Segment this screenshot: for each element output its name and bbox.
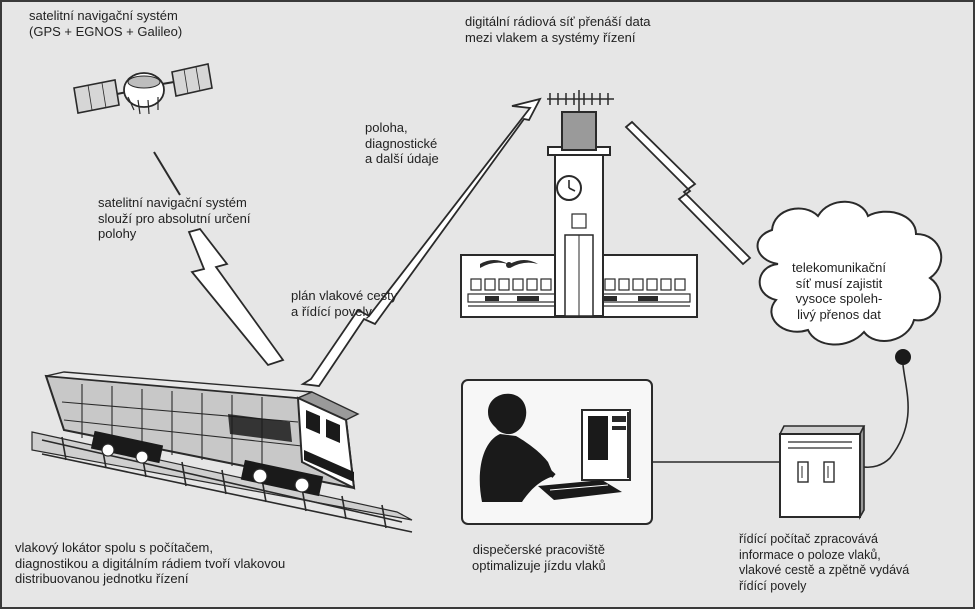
position-data-line: a další údaje [365,151,439,166]
locator-line: vlakový lokátor spolu s počítačem, [15,540,213,555]
control-computer-icon [778,425,866,521]
dispatcher-line: optimalizuje jízdu vlaků [472,557,606,573]
clock-icon [556,175,582,201]
satellite-label-line: satelitní navigační systém [29,8,178,23]
position-data-label: poloha, diagnostické a další údaje [365,120,439,167]
cloud-icon [756,200,943,469]
satellite-icon [73,63,213,196]
control-computer-line: informace o poloze vlaků, [739,547,881,562]
satellite-role-line: polohy [98,226,137,241]
control-computer-line: vlakové cestě a zpětně vydává [739,563,910,577]
radio-antenna-icon [547,90,614,112]
telecom-line: síť musí zajistit [795,275,883,291]
route-plan-label: plán vlakové cesty a řídící povely [291,288,397,319]
radio-network-line: mezi vlakem a systémy řízení [465,29,636,45]
telecom-line: telekomunikační [792,260,886,275]
telecom-label: telekomunikační síť musí zajistit vysoce… [792,260,886,322]
satellite-role-line: slouží pro absolutní určení [98,210,251,226]
control-computer-line: řídící počítač zpracovává [739,532,878,546]
locator-line: diagnostikou a digitálním rádiem tvoří v… [15,555,286,571]
route-plan-line: a řídící povely [291,303,372,319]
dispatcher-label: dispečerské pracoviště optimalizuje jízd… [472,542,606,573]
locator-line: distribuovanou jednotku řízení [15,571,189,586]
telecom-line: livý přenos dat [797,306,881,322]
position-data-line: diagnostické [365,135,438,151]
position-data-line: poloha, [365,120,408,135]
satellite-label-line: (GPS + EGNOS + Galileo) [29,23,183,39]
locator-label: vlakový lokátor spolu s počítačem, diagn… [15,540,285,587]
radio-network-line: digitální rádiová síť přenáší data [465,14,651,29]
satellite-label: satelitní navigační systém (GPS + EGNOS … [29,8,182,39]
route-plan-line: plán vlakové cesty [291,288,398,303]
control-computer-line: řídící povely [739,578,807,593]
control-computer-label: řídící počítač zpracovává informace o po… [739,532,909,594]
dispatcher-workstation-icon [461,379,653,525]
dispatcher-line: dispečerské pracoviště [472,542,605,557]
radio-network-label: digitální rádiová síť přenáší data mezi … [465,14,651,45]
control-tower-icon [460,111,698,318]
satellite-role-line: satelitní navigační systém [98,195,247,210]
satellite-role-label: satelitní navigační systém slouží pro ab… [98,195,250,242]
train-icon [31,371,413,533]
lightning-link-icon [187,97,752,387]
telecom-line: vysoce spoleh- [795,291,883,306]
